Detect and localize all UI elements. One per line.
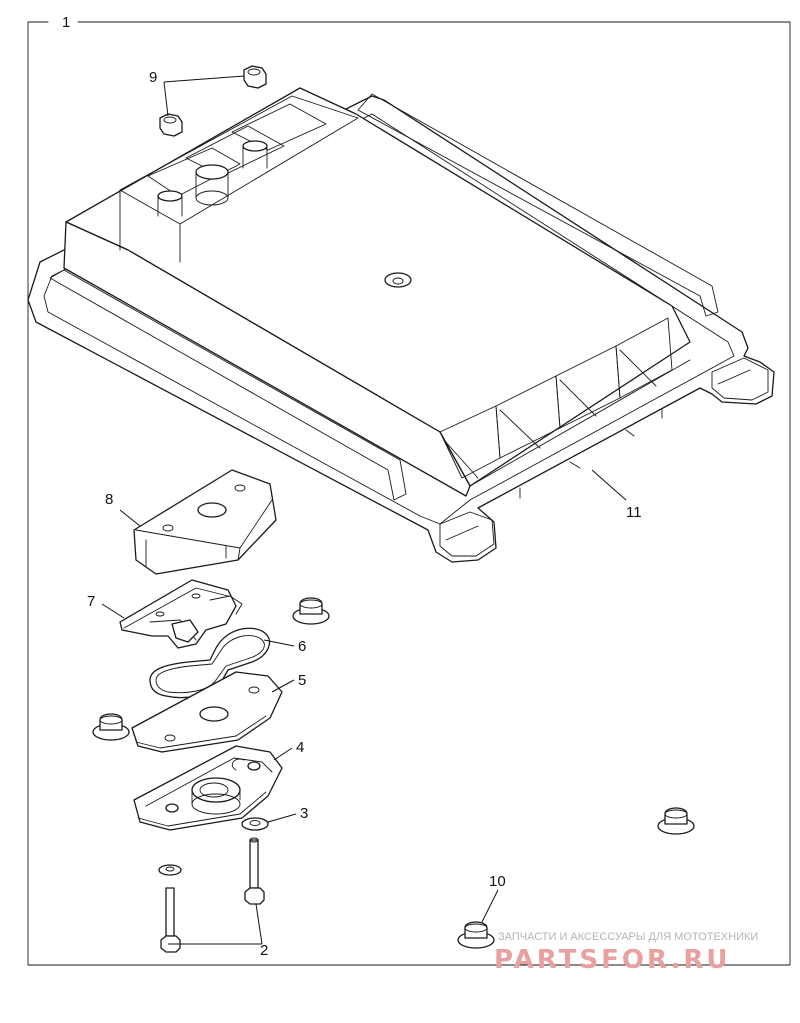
ecu-housing bbox=[27, 87, 775, 563]
grommet-a bbox=[292, 597, 330, 625]
bolt-pair bbox=[158, 837, 265, 953]
rubber-pad bbox=[133, 469, 277, 575]
gasket-plate bbox=[131, 671, 283, 753]
watermark: ЗАПЧАСТИ И АКСЕССУАРЫ ДЛЯ МОТОТЕХНИКИ PA… bbox=[494, 931, 758, 975]
callout-11: 11 bbox=[626, 504, 642, 521]
callout-3: 3 bbox=[300, 805, 308, 822]
gasket-loop bbox=[149, 627, 271, 699]
callout-5: 5 bbox=[298, 672, 306, 689]
callout-1: 1 bbox=[62, 14, 70, 31]
watermark-brand: PARTSFOR.RU bbox=[494, 945, 730, 975]
callout-9: 9 bbox=[149, 69, 157, 86]
callout-labels: 1 9 8 11 7 6 5 4 3 10 2 bbox=[62, 14, 642, 959]
callout-6: 6 bbox=[298, 638, 306, 655]
washer bbox=[241, 817, 269, 831]
nut-pair bbox=[159, 65, 267, 137]
leader-lines bbox=[101, 75, 627, 945]
grommet-b bbox=[92, 713, 130, 741]
callout-4: 4 bbox=[296, 739, 304, 756]
base-plate-grommet bbox=[133, 745, 283, 831]
callout-8: 8 bbox=[105, 491, 113, 508]
mounting-bracket bbox=[119, 579, 243, 649]
grommet-c bbox=[657, 807, 695, 835]
callout-2: 2 bbox=[260, 942, 268, 959]
callout-7: 7 bbox=[87, 593, 95, 610]
watermark-tagline: ЗАПЧАСТИ И АКСЕССУАРЫ ДЛЯ МОТОТЕХНИКИ bbox=[498, 931, 758, 943]
push-clip-grommets bbox=[92, 597, 695, 949]
diagram-frame bbox=[27, 21, 791, 966]
grommet-d bbox=[457, 921, 495, 949]
callout-10: 10 bbox=[489, 873, 506, 890]
